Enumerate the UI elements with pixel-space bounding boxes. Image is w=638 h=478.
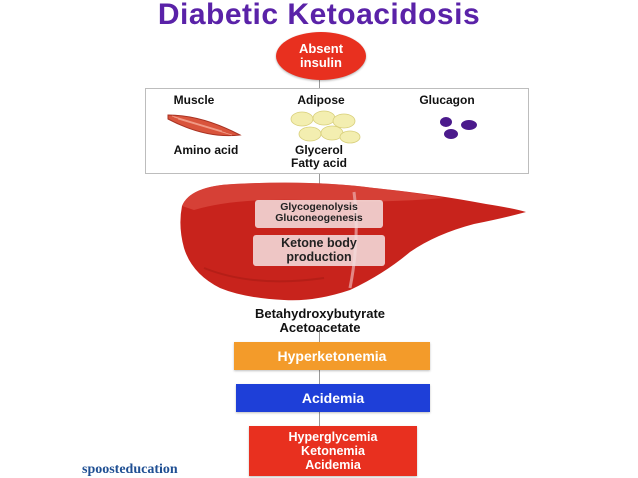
- credit-watermark: spoosteducation: [82, 462, 178, 477]
- absent-insulin-line2: insulin: [300, 55, 342, 70]
- ketone-bodies-label: Betahydroxybutyrate Acetoacetate: [180, 307, 460, 335]
- acidemia-box: Acidemia: [236, 384, 430, 412]
- adipose-label: Adipose: [297, 93, 345, 107]
- glucagon-label: Glucagon: [419, 93, 475, 107]
- ketone-production-box: Ketone body production: [253, 235, 385, 266]
- gluconeogenesis-label: Gluconeogenesis: [275, 212, 363, 224]
- acetoacetate-label: Acetoacetate: [279, 320, 361, 335]
- hyperglycemia-label: Hyperglycemia: [288, 430, 378, 444]
- connector-line: [319, 80, 320, 88]
- muscle-label: Muscle: [173, 93, 215, 107]
- page-title: Diabetic Ketoacidosis: [157, 0, 481, 31]
- acidemia-result-label: Acidemia: [305, 458, 361, 472]
- production-label: production: [286, 250, 352, 264]
- hyperketonemia-box: Hyperketonemia: [234, 342, 430, 370]
- fat-cells-icon: [290, 110, 361, 144]
- connector-line: [319, 412, 320, 426]
- tissue-panel: Muscle Adipose Glucagon Amino acid Glyce…: [145, 88, 529, 174]
- betahydroxybutyrate-label: Betahydroxybutyrate: [254, 306, 386, 321]
- connector-line: [319, 370, 320, 384]
- glycerol-label: Glycerol: [294, 143, 344, 157]
- connector-line: [319, 172, 320, 186]
- absent-insulin-node: Absent insulin: [276, 32, 366, 80]
- fatty-acid-label: Fatty acid: [290, 156, 347, 170]
- glycogenolysis-label: Glycogenolysis: [280, 201, 358, 213]
- absent-insulin-line1: Absent: [298, 41, 344, 56]
- muscle-fiber-icon: [167, 114, 242, 137]
- ketonemia-label: Ketonemia: [301, 444, 365, 458]
- ketone-body-label: Ketone body: [281, 236, 357, 250]
- connector-line: [319, 330, 320, 342]
- glucagon-molecules-icon: [440, 117, 477, 139]
- result-box: Hyperglycemia Ketonemia Acidemia: [249, 426, 417, 476]
- amino-acid-label: Amino acid: [173, 143, 239, 157]
- liver-process-box: Glycogenolysis Gluconeogenesis: [255, 200, 383, 228]
